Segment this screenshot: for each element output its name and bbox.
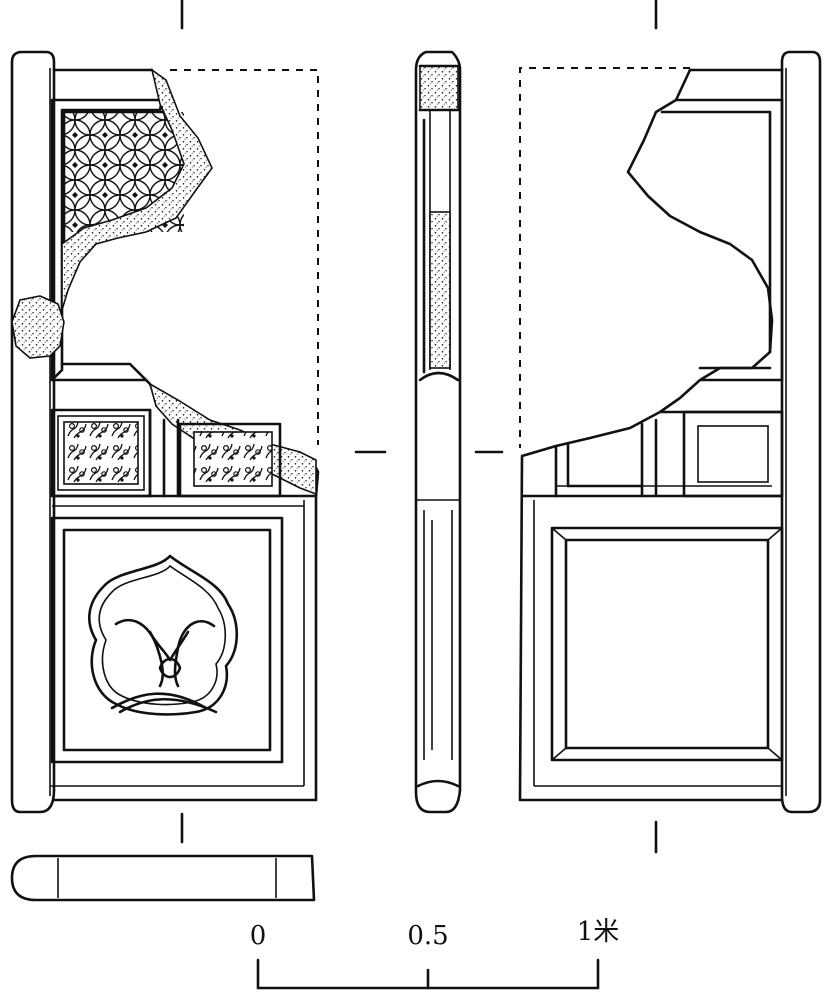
- scale-bar: 0 0.5 1米: [250, 917, 620, 990]
- scale-label-half: 0.5: [407, 921, 448, 951]
- section-marks: [180, 0, 658, 854]
- side-section: [414, 50, 462, 814]
- scale-label-1m: 1米: [577, 917, 620, 947]
- scale-label-0: 0: [250, 921, 267, 951]
- plan-view: [10, 854, 316, 902]
- front-elevation: [10, 50, 320, 814]
- rear-elevation: [518, 50, 822, 814]
